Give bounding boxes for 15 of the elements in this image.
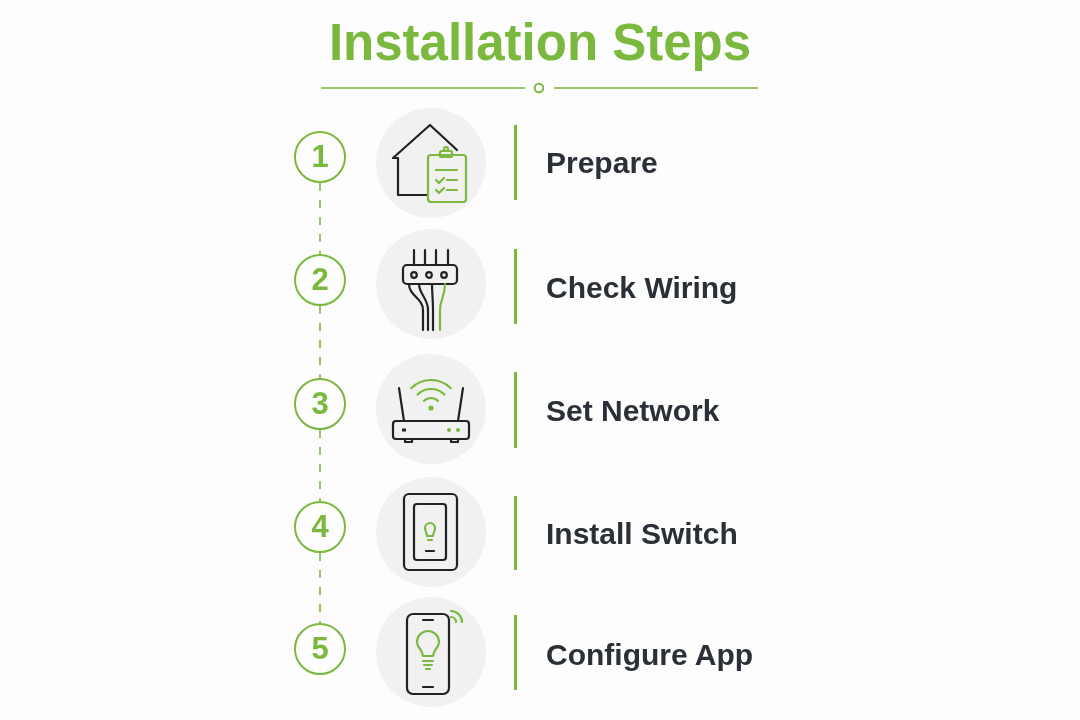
step-number-circle: 4 — [294, 501, 346, 553]
step-label: Prepare — [546, 145, 658, 181]
step-label: Set Network — [546, 393, 720, 429]
step-number-circle: 3 — [294, 378, 346, 430]
title: Installation Steps — [327, 13, 753, 73]
step-number-circle: 5 — [294, 623, 346, 675]
dashed-connector — [319, 182, 321, 255]
step-number-circle: 1 — [294, 131, 346, 183]
step-number-circle: 2 — [294, 254, 346, 306]
step-label: Install Switch — [546, 516, 738, 552]
dashed-connector — [319, 305, 321, 379]
step-label: Configure App — [546, 637, 754, 673]
dashed-connector — [319, 552, 321, 624]
step-label: Check Wiring — [546, 270, 738, 306]
dashed-connector — [319, 429, 321, 502]
